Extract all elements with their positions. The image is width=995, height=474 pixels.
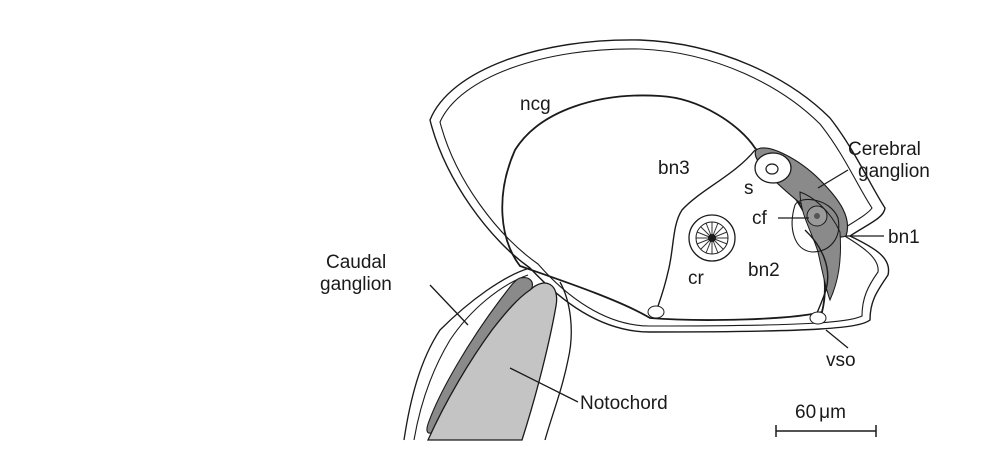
nerve-bn2	[804, 229, 829, 319]
label-notochord: Notochord	[580, 393, 668, 414]
ciliary-funnel-core	[814, 213, 820, 219]
leader-cerebral	[817, 169, 849, 189]
ventral-sensory-organ-left	[647, 305, 665, 319]
scale-bar	[775, 425, 877, 437]
statocyte-nucleus	[765, 163, 779, 175]
notochord	[426, 282, 558, 441]
ventral-sensory-organ-right	[809, 311, 827, 325]
label-bn2: bn2	[748, 260, 780, 281]
label-ganglion-cerebral: ganglion	[858, 161, 930, 182]
coronet-cells-center	[708, 234, 716, 242]
label-cerebral: Cerebral	[848, 139, 921, 160]
label-vso: vso	[826, 350, 856, 371]
tail-outer-left	[403, 267, 531, 441]
scale-bar-unit: μm	[819, 402, 846, 423]
tail-outer-left-inner	[413, 274, 529, 441]
scale-bar-value: 60	[795, 402, 816, 423]
coronet-cells-ring	[695, 221, 729, 255]
inner-body-outline	[439, 48, 879, 327]
label-ganglion-caudal: ganglion	[320, 274, 392, 295]
label-caudal: Caudal	[326, 252, 386, 273]
label-cf: cf	[752, 208, 768, 229]
tail-outer-right	[544, 281, 572, 441]
leader-vso	[825, 329, 849, 349]
leader-lines	[429, 169, 849, 403]
label-bn1: bn1	[888, 227, 920, 248]
ciliary-funnel-outline	[791, 198, 840, 253]
nerve-bn3	[655, 149, 756, 313]
leader-caudal	[429, 284, 469, 326]
label-s: s	[744, 178, 754, 199]
outer-body-outline	[429, 39, 890, 333]
label-ncg: ncg	[520, 94, 551, 115]
label-cr: cr	[688, 268, 705, 289]
leader-notochord	[509, 367, 579, 403]
label-bn3: bn3	[658, 158, 690, 179]
